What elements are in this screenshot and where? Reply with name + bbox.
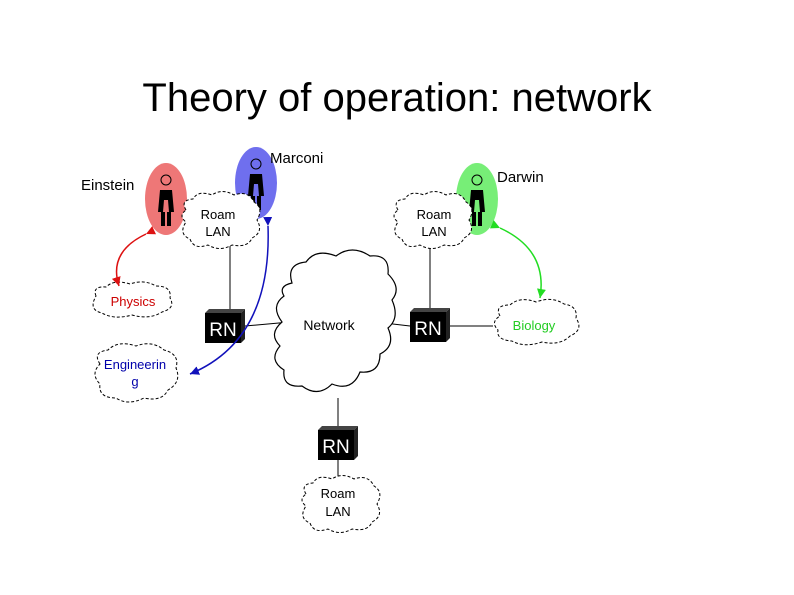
roam-right-line2: LAN [421,224,446,239]
cloud-biology: Biology [494,298,580,346]
cloud-network: Network [273,249,397,393]
roam-left-line2: LAN [205,224,230,239]
roam-left-line1: Roam [201,207,236,222]
cloud-roam-lan-right: Roam LAN [393,191,473,249]
cloud-engineering: Engineerin g [94,343,179,403]
engineering-line2: g [131,374,138,389]
rn-bottom-label: RN [322,437,349,458]
slide-title: Theory of operation: network [142,76,652,120]
roam-bottom-line2: LAN [325,504,350,519]
biology-label: Biology [513,318,556,333]
cloud-roam-lan-left: Roam LAN [181,191,261,249]
arrow-einstein-physics [111,226,157,287]
arrow-marconi-engineering [189,216,273,375]
physics-label: Physics [111,294,156,309]
router-rn-bottom: RN [318,426,358,460]
roam-right-line1: Roam [417,207,452,222]
person-einstein [145,163,187,235]
cloud-roam-lan-bottom: Roam LAN [301,475,381,533]
rn-left-label: RN [209,320,236,341]
rn-right-label: RN [414,319,441,340]
roam-bottom-line1: Roam [321,486,356,501]
label-marconi: Marconi [270,150,323,167]
label-darwin: Darwin [497,169,544,186]
engineering-line1: Engineerin [104,357,166,372]
label-einstein: Einstein [81,177,134,194]
arrow-darwin-biology [489,220,546,299]
cloud-physics: Physics [92,281,173,318]
network-label: Network [303,317,355,333]
router-rn-right: RN [410,308,450,342]
